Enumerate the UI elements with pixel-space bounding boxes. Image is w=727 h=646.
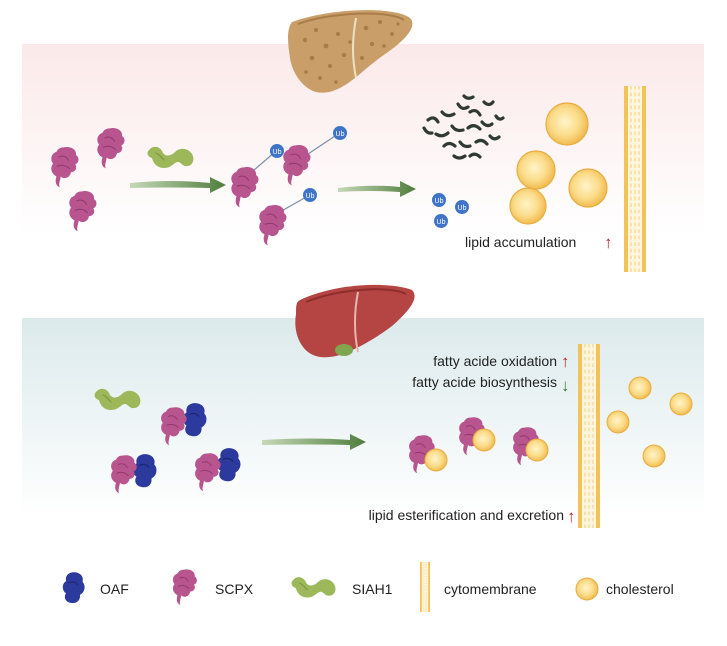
svg-text:cytomembrane: cytomembrane [444, 581, 537, 597]
legend-item-cytomembrane: cytomembrane [420, 562, 537, 612]
legend-item-siah1: SIAH1 [290, 576, 393, 599]
cholesterol-droplet [509, 187, 547, 225]
fatty-acid-oxidation-label: fatty acide oxidation [433, 353, 557, 369]
cholesterol-droplet [516, 150, 556, 190]
ub-tag: Ub [270, 144, 284, 158]
lipid-esterification-label: lipid esterification and excretion [369, 507, 564, 523]
svg-text:Ub: Ub [273, 149, 282, 156]
lipid-accumulation-label: lipid accumulation [465, 234, 576, 250]
ub-tag: Ub [333, 126, 347, 140]
legend-item-oaf: OAF [62, 571, 129, 604]
degraded-protein-fragments [422, 94, 505, 160]
up-arrow-icon: ↑ [567, 507, 576, 526]
svg-text:SIAH1: SIAH1 [352, 581, 393, 597]
cytomembrane-top [624, 86, 646, 272]
cholesterol-droplet [606, 410, 630, 434]
process-arrow-top-1 [130, 177, 226, 193]
process-arrow-top-2 [338, 181, 416, 197]
scpx-cholesterol-complex [408, 434, 448, 474]
cholesterol-droplet [568, 168, 608, 208]
up-arrow-icon: ↑ [561, 352, 570, 371]
svg-text:Ub: Ub [336, 131, 345, 138]
ub-tag: Ub [303, 188, 317, 202]
legend-item-scpx: SCPX [172, 568, 254, 606]
ub-tag: Ub [432, 193, 446, 207]
fatty-liver-illustration [288, 10, 413, 93]
up-arrow-icon: ↑ [604, 233, 613, 252]
cholesterol-droplet [669, 392, 693, 416]
svg-text:cholesterol: cholesterol [606, 581, 674, 597]
svg-text:Ub: Ub [306, 193, 315, 200]
scpx-protein [258, 204, 288, 246]
cholesterol-droplet [628, 376, 652, 400]
svg-text:Ub: Ub [458, 205, 467, 212]
cytomembrane-bottom [578, 344, 600, 528]
legend-item-cholesterol: cholesterol [575, 577, 674, 601]
svg-text:SCPX: SCPX [215, 581, 254, 597]
svg-text:OAF: OAF [100, 581, 129, 597]
cholesterol-droplet [642, 444, 666, 468]
scpx-cholesterol-complex [512, 426, 549, 466]
svg-text:Ub: Ub [437, 219, 446, 226]
ub-tag: Ub [434, 214, 448, 228]
legend: OAF SCPX SIAH1 cytomembrane cholesterol [62, 562, 674, 612]
healthy-liver-illustration [295, 284, 415, 358]
scpx-cholesterol-complex [458, 416, 496, 456]
process-arrow-bottom [262, 434, 366, 450]
down-arrow-icon: ↓ [561, 376, 570, 395]
cholesterol-droplet [545, 102, 589, 146]
ub-tag: Ub [455, 200, 469, 214]
svg-text:Ub: Ub [435, 198, 444, 205]
fatty-acid-biosynthesis-label: fatty acide biosynthesis [412, 374, 557, 390]
bottom-panel-background [22, 318, 704, 516]
